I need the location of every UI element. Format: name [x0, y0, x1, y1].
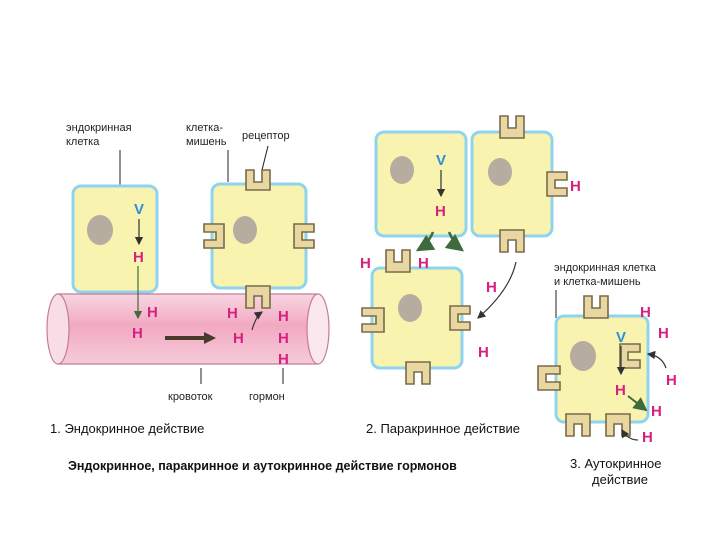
paracrine-receptor-bottom-cell-top — [385, 249, 411, 273]
paracrine-receptor-bottom-cell-left — [361, 307, 385, 333]
paracrine-receptor-bottom-cell-bottom — [405, 361, 431, 385]
hormone-paracrine-in-cell: H — [435, 203, 446, 220]
paracrine-receptor-right — [546, 171, 568, 197]
panel-autocrine: эндокринная клетка и клетка-мишень V H H… — [537, 262, 677, 487]
hormone-vessel-1: H — [147, 304, 158, 321]
autocrine-binding-arrow-2 — [621, 428, 639, 441]
hormone-endocrine-released: H — [132, 325, 143, 342]
endocrine-and-target-label-1: эндокринная клетка — [554, 262, 657, 274]
target-cell-label-2: мишень — [186, 136, 227, 148]
caption-endocrine: 1. Эндокринное действие — [50, 421, 204, 436]
bloodstream-label: кровоток — [168, 391, 213, 403]
receptor-leader-line — [261, 145, 269, 171]
paracrine-target-right-nucleus — [488, 158, 512, 186]
endocrine-and-target-label-2: и клетка-мишень — [554, 276, 641, 288]
blood-vessel-right-end — [306, 293, 330, 365]
hormone-vessel-3: H — [233, 330, 244, 347]
main-caption: Эндокринное, паракринное и аутокринное д… — [68, 459, 457, 473]
autocrine-receptor-left — [537, 365, 561, 391]
target-cell-nucleus — [233, 216, 257, 244]
receptor-label: рецептор — [242, 130, 290, 142]
hormone-paracrine-mid: H — [418, 255, 429, 272]
panel-endocrine: эндокринная клетка клетка- мишень рецепт… — [46, 122, 330, 436]
hormone-paracrine-right: H — [570, 178, 581, 195]
autocrine-binding-arrow-1 — [646, 350, 667, 369]
blood-vessel-left-end — [46, 293, 70, 365]
target-cell — [210, 182, 308, 290]
paracrine-arrow-left — [415, 231, 436, 252]
hormone-label: гормон — [249, 391, 285, 403]
hormone-autocrine-2: H — [658, 325, 669, 342]
autocrine-receptor-bottom-right — [605, 413, 631, 437]
hormone-autocrine-4: H — [651, 403, 662, 420]
hormone-vessel-6: H — [278, 351, 289, 368]
paracrine-arrow-right — [444, 231, 464, 252]
paracrine-target-cell-right — [470, 130, 554, 238]
hormone-vessel-2: H — [227, 305, 238, 322]
autocrine-receptor-bottom-left — [565, 413, 591, 437]
paracrine-source-nucleus — [390, 156, 414, 184]
hormone-autocrine-in-cell: H — [615, 382, 626, 399]
paracrine-binding-arrow — [477, 261, 517, 319]
autocrine-nucleus — [570, 341, 596, 371]
hormone-paracrine-free: H — [486, 279, 497, 296]
panel-paracrine: V H H H H H H 2. Паракринное действие — [360, 115, 581, 436]
endocrine-cell-nucleus — [87, 215, 113, 245]
autocrine-cell — [554, 314, 650, 424]
endocrine-cell — [71, 184, 159, 294]
caption-paracrine: 2. Паракринное действие — [366, 421, 520, 436]
endocrine-cell-label-1: эндокринная — [66, 122, 132, 134]
paracrine-source-cell — [374, 130, 468, 238]
blood-vessel — [58, 294, 318, 364]
caption-autocrine-1: 3. Аутокринное — [570, 456, 662, 471]
paracrine-receptor-bottom-cell-right — [449, 305, 471, 331]
receptor-bottom — [245, 285, 271, 309]
receptor-top — [245, 169, 271, 191]
hormone-endocrine-in-cell: H — [133, 249, 144, 266]
hormone-autocrine-1: H — [640, 304, 651, 321]
receptor-left — [203, 223, 225, 249]
paracrine-receptor-top — [499, 115, 525, 139]
hormone-vessel-4: H — [278, 308, 289, 325]
paracrine-receptor-bottom — [499, 229, 525, 253]
paracrine-target-bottom-nucleus — [398, 294, 422, 322]
target-cell-label-1: клетка- — [186, 122, 223, 134]
endocrine-cell-label-2: клетка — [66, 136, 100, 148]
hormone-vessel-5: H — [278, 330, 289, 347]
hormone-paracrine-left: H — [360, 255, 371, 272]
receptor-right — [293, 223, 315, 249]
hormone-autocrine-3: H — [666, 372, 677, 389]
signal-v-endocrine: V — [134, 201, 144, 218]
autocrine-receptor-right — [619, 343, 641, 369]
caption-autocrine-2: действие — [592, 472, 648, 487]
signal-v-autocrine: V — [616, 329, 626, 346]
autocrine-receptor-top — [583, 295, 609, 319]
hormone-autocrine-5: H — [642, 429, 653, 446]
signal-v-paracrine: V — [436, 152, 446, 169]
hormone-paracrine-lower: H — [478, 344, 489, 361]
